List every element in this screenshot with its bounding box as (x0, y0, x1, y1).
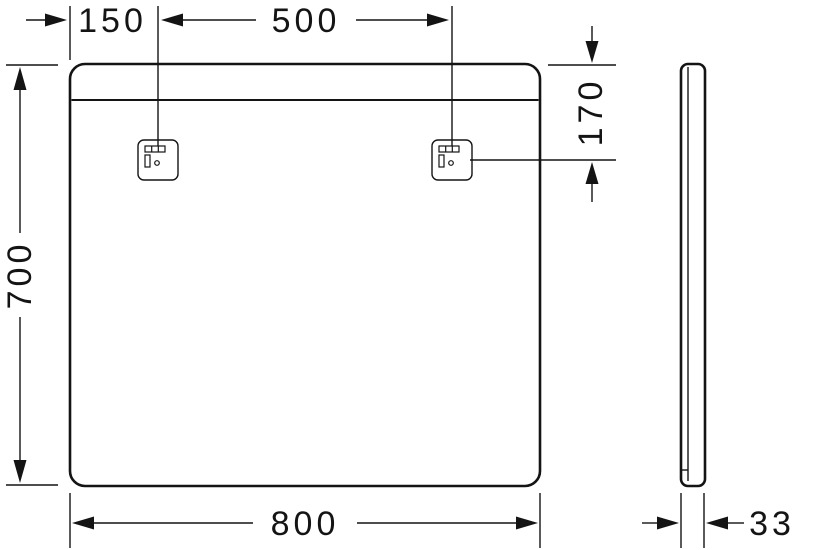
dim-label-mirror-depth: 33 (749, 505, 795, 543)
arrow-down-icon (13, 460, 27, 483)
mirror-front-outline (68, 62, 542, 488)
dim-label-bracket-offset: 150 (78, 2, 147, 40)
arrow-right-icon (516, 516, 538, 530)
arrow-down-icon (585, 41, 599, 63)
arrow-right-icon (657, 516, 679, 530)
arrow-left-icon (706, 516, 728, 530)
arrow-right-icon (45, 13, 67, 27)
front-view (68, 62, 542, 488)
arrow-right-icon (427, 13, 449, 27)
arrow-left-icon (161, 13, 183, 27)
arrow-up-icon (585, 162, 599, 184)
dimension-left: 700 (1, 64, 58, 486)
side-view (679, 62, 707, 488)
dim-label-bracket-spacing: 500 (272, 2, 341, 40)
dim-label-bracket-drop: 170 (572, 78, 610, 147)
mirror-side-outline (679, 62, 707, 488)
dim-label-mirror-height: 700 (1, 241, 39, 310)
dimension-bottom: 800 (69, 493, 541, 548)
dimension-top: 150 500 (26, 2, 453, 146)
dimension-depth: 33 (642, 493, 795, 548)
dimension-right: 170 (470, 26, 616, 202)
arrow-left-icon (72, 516, 94, 530)
arrow-up-icon (13, 67, 27, 90)
dim-label-mirror-width: 800 (271, 505, 340, 543)
